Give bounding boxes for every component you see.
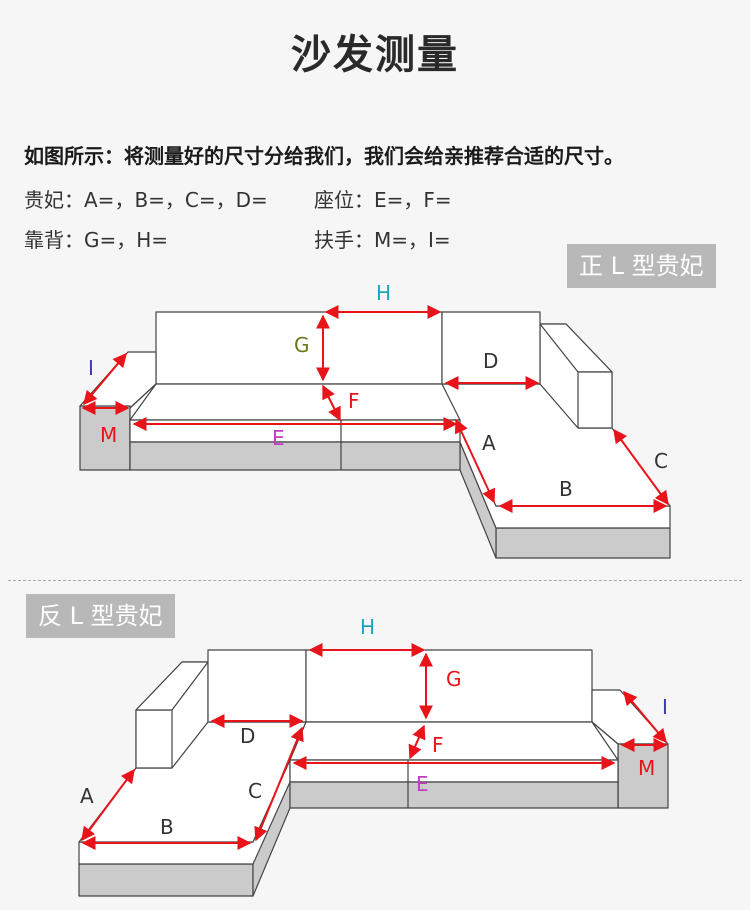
label-m1: M	[100, 423, 117, 447]
arrow-i2	[623, 690, 667, 744]
left-arm-front	[79, 405, 131, 471]
label-h2: H	[360, 615, 375, 639]
label-b1: B	[559, 477, 573, 501]
seat-base-shade	[129, 441, 461, 471]
arrow-a1	[454, 418, 496, 504]
back2-cushion-corner	[207, 649, 307, 723]
arrow-c1	[613, 428, 669, 506]
back-cushion-corner	[441, 311, 541, 385]
instruction-text: 如图所示：将测量好的尺寸分给我们，我们会给亲推荐合适的尺寸。	[24, 144, 624, 168]
label-d1: D	[483, 349, 498, 373]
label-f1: F	[348, 389, 360, 413]
label-c1: C	[654, 449, 668, 473]
seat-surface	[129, 383, 461, 421]
arrow-i1	[83, 352, 127, 406]
diagram-reverse-l-sofa	[78, 649, 669, 897]
back2-cushion-main	[305, 649, 593, 723]
label-g2: G	[446, 667, 462, 691]
seat2-base-shade	[289, 781, 619, 809]
diagram1-labels: H G D I F A M E C B	[88, 281, 668, 501]
badge-right-l-chaise: 正 L 型贵妃	[567, 244, 716, 288]
label-c2: C	[248, 779, 262, 803]
label-e1: E	[272, 426, 285, 450]
label-e2: E	[416, 772, 429, 796]
section-divider	[8, 580, 742, 581]
label-a2: A	[80, 784, 94, 808]
spec-chaise: 贵妃：A=，B=，C=，D=	[24, 188, 268, 212]
label-m2: M	[638, 756, 655, 780]
arrow-c2	[254, 726, 304, 842]
badge-reverse-l-chaise: 反 L 型贵妃	[26, 594, 175, 638]
spec-armrest: 扶手：M=，I=	[314, 228, 451, 252]
label-b2: B	[160, 815, 174, 839]
spec-seat: 座位：E=，F=	[314, 188, 452, 212]
right-arm-front	[577, 371, 613, 429]
label-i2: I	[662, 695, 668, 719]
diagram2-labels: H G I D F M A C E B	[80, 615, 668, 839]
seat2-surface	[289, 721, 619, 761]
label-a1: A	[482, 431, 496, 455]
arrow-f2	[408, 724, 426, 760]
label-g1: G	[294, 333, 310, 357]
diagram-right-l-sofa	[79, 311, 671, 559]
arrow-f1	[322, 384, 341, 422]
diagram1-arrows	[81, 305, 669, 513]
left-arm2-front	[135, 709, 173, 769]
diagram2-arrows	[81, 643, 668, 850]
arrow-a2	[81, 768, 135, 842]
label-d2: D	[240, 724, 255, 748]
spec-backrest: 靠背：G=，H=	[24, 228, 169, 252]
chaise2-front-shade	[78, 863, 254, 897]
label-i1: I	[88, 356, 94, 380]
label-h1: H	[376, 281, 391, 305]
chaise-front-shade	[495, 527, 671, 559]
label-f2: F	[432, 733, 444, 757]
page-title: 沙发测量	[291, 32, 459, 78]
